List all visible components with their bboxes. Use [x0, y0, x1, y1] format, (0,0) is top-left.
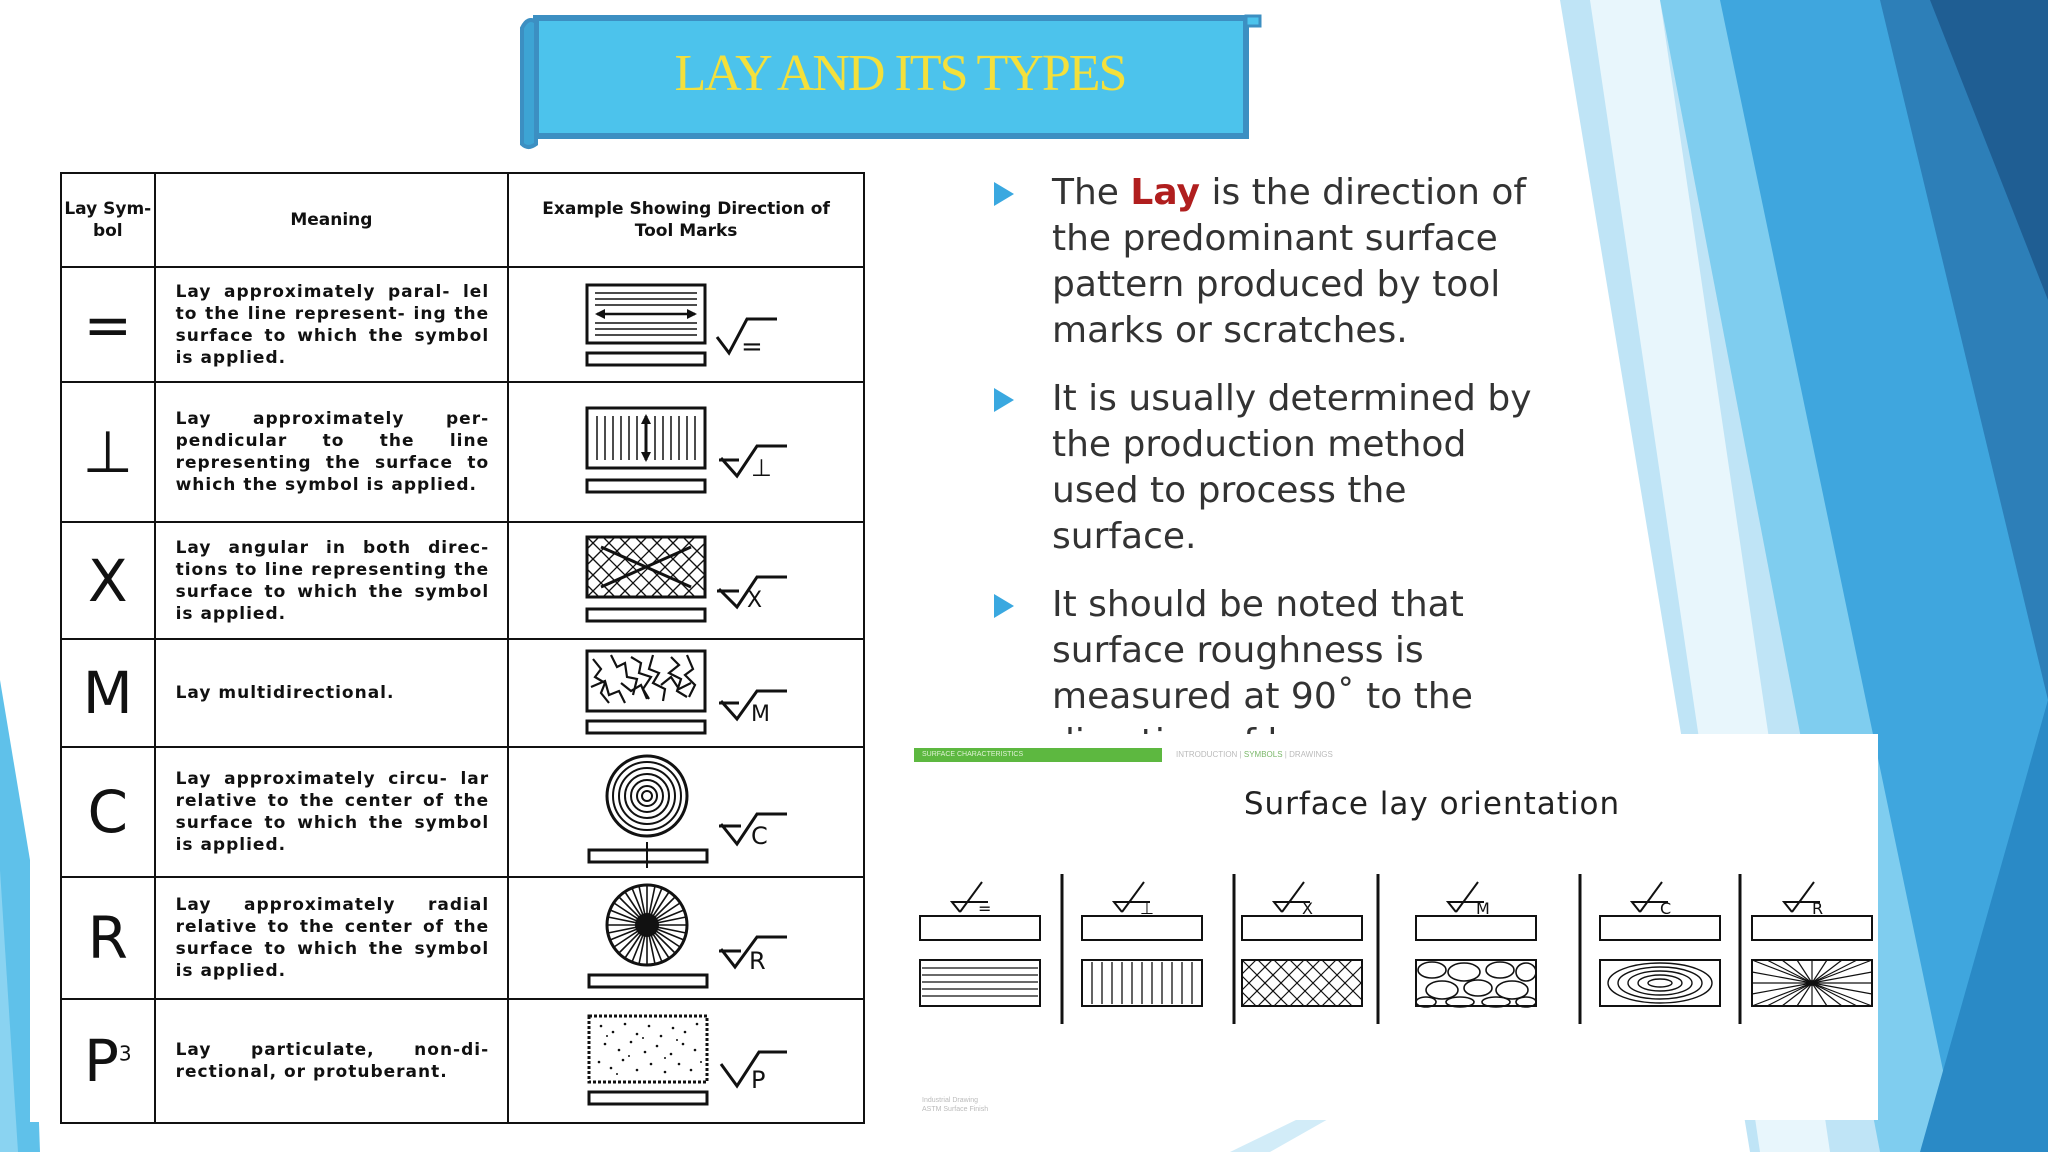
multidirectional-lay-icon: M	[507, 638, 865, 748]
bullet-text: is the direction of the predominant surf…	[1052, 172, 1527, 351]
table-row: P3 Lay particulate, non-di- rectional, o…	[60, 998, 865, 1124]
lay-symbols-table: Lay Sym- bol Meaning Example Showing Dir…	[60, 172, 865, 1124]
section-header-bar: SURFACE CHARACTERISTICS	[914, 748, 1162, 762]
circular-orientation-icon: C	[1599, 881, 1721, 1007]
lay-orientation-diagram: = ⊥ X	[919, 874, 1873, 1024]
lay-symbol: C	[60, 746, 156, 878]
table-row: C Lay approximately circu- lar relative …	[60, 746, 865, 878]
table-row: X Lay angular in both direc- tions to li…	[60, 521, 865, 640]
bullet-item: It is usually determined by the producti…	[990, 376, 1550, 560]
perpendicular-orientation-icon: ⊥	[1081, 881, 1203, 1007]
figure-title: Surface lay orientation	[1243, 786, 1621, 822]
lay-symbol: X	[60, 521, 156, 640]
crossed-orientation-icon: X	[1241, 881, 1363, 1007]
lay-symbol: P3	[60, 998, 156, 1124]
lay-symbol: M	[60, 638, 156, 748]
orientation-mark: M	[1476, 899, 1490, 918]
lay-mark: =	[741, 332, 763, 362]
triangle-bullet-icon	[994, 388, 1014, 412]
highlight-term: Lay	[1130, 172, 1200, 213]
lay-mark: C	[751, 822, 768, 850]
breadcrumb-item-active: SYMBOLS	[1243, 750, 1283, 759]
radial-lay-icon: R	[507, 876, 865, 1000]
table-row: M Lay multidirectional.	[60, 638, 865, 748]
lay-meaning: Lay particulate, non-di- rectional, or p…	[153, 998, 510, 1124]
lay-mark: X	[747, 588, 762, 613]
lay-meaning: Lay approximately circu- lar relative to…	[153, 746, 510, 878]
crossed-lay-icon: X	[507, 521, 865, 640]
figure-footer-note: Industrial Drawing ASTM Surface Finish	[922, 1096, 988, 1114]
lay-symbols-table-image: Lay Sym- bol Meaning Example Showing Dir…	[30, 170, 872, 1124]
footer-line: ASTM Surface Finish	[922, 1106, 989, 1113]
surface-lay-orientation-image: SURFACE CHARACTERISTICS INTRODUCTION | S…	[912, 734, 1878, 1120]
breadcrumb-item: INTRODUCTION	[1176, 750, 1238, 759]
bullet-list: The Lay is the direction of the predomin…	[990, 170, 1550, 788]
scroll-banner-shape	[520, 14, 1262, 149]
lay-symbol: ⊥	[60, 381, 156, 523]
lay-meaning: Lay approximately per- pendicular to the…	[153, 381, 510, 523]
orientation-mark: =	[978, 899, 991, 918]
lay-mark: ⊥	[751, 454, 772, 482]
perpendicular-lay-icon: ⊥	[507, 381, 865, 523]
parallel-lay-icon: =	[507, 266, 865, 383]
lay-mark: M	[751, 702, 770, 727]
circular-lay-icon: C	[507, 746, 865, 878]
orientation-mark: X	[1302, 899, 1313, 918]
header-example: Example Showing Direction of Tool Marks	[507, 172, 865, 268]
table-header-row: Lay Sym- bol Meaning Example Showing Dir…	[60, 172, 865, 268]
lay-mark: P	[751, 1066, 765, 1094]
orientation-mark: C	[1660, 899, 1671, 918]
table-row: ⊥ Lay approximately per- pendicular to t…	[60, 381, 865, 523]
lay-symbol-footnote: 3	[118, 1041, 132, 1066]
title-banner	[520, 12, 1265, 149]
breadcrumb-item: DRAWINGS	[1289, 750, 1333, 759]
breadcrumb-separator: |	[1237, 750, 1244, 759]
radial-orientation-icon: R	[1751, 881, 1873, 1007]
lay-meaning: Lay approximately paral- lel to the line…	[153, 266, 510, 383]
slide-title: LAY AND ITS TYPES	[674, 45, 1128, 102]
lay-symbol-letter: P	[83, 1027, 119, 1095]
bullet-text: It is usually determined by the producti…	[1052, 378, 1532, 557]
triangle-bullet-icon	[994, 182, 1014, 206]
bullet-item: The Lay is the direction of the predomin…	[990, 170, 1550, 354]
lay-meaning: Lay multidirectional.	[153, 638, 510, 748]
orientation-mark: R	[1812, 899, 1823, 918]
lay-meaning: Lay approximately radial relative to the…	[153, 876, 510, 1000]
parallel-orientation-icon: =	[919, 881, 1041, 1007]
header-meaning: Meaning	[153, 172, 510, 268]
breadcrumb: INTRODUCTION | SYMBOLS | DRAWINGS	[1176, 748, 1333, 762]
triangle-bullet-icon	[994, 594, 1014, 618]
bullet-text: The	[1052, 172, 1131, 213]
lay-symbol: R	[60, 876, 156, 1000]
orientation-mark: ⊥	[1140, 899, 1154, 918]
lay-symbol: =	[60, 266, 156, 383]
footer-line: Industrial Drawing	[922, 1097, 979, 1104]
breadcrumb-separator: |	[1282, 750, 1290, 759]
particulate-lay-icon: P	[507, 998, 865, 1124]
lay-mark: R	[749, 947, 766, 975]
header-lay-symbol: Lay Sym- bol	[60, 172, 156, 268]
lay-meaning: Lay angular in both direc- tions to line…	[153, 521, 510, 640]
table-row: = Lay approximately paral- lel to the li…	[60, 266, 865, 383]
multidirectional-orientation-icon: M	[1415, 881, 1537, 1008]
table-row: R Lay approximately radial relative to t…	[60, 876, 865, 1000]
